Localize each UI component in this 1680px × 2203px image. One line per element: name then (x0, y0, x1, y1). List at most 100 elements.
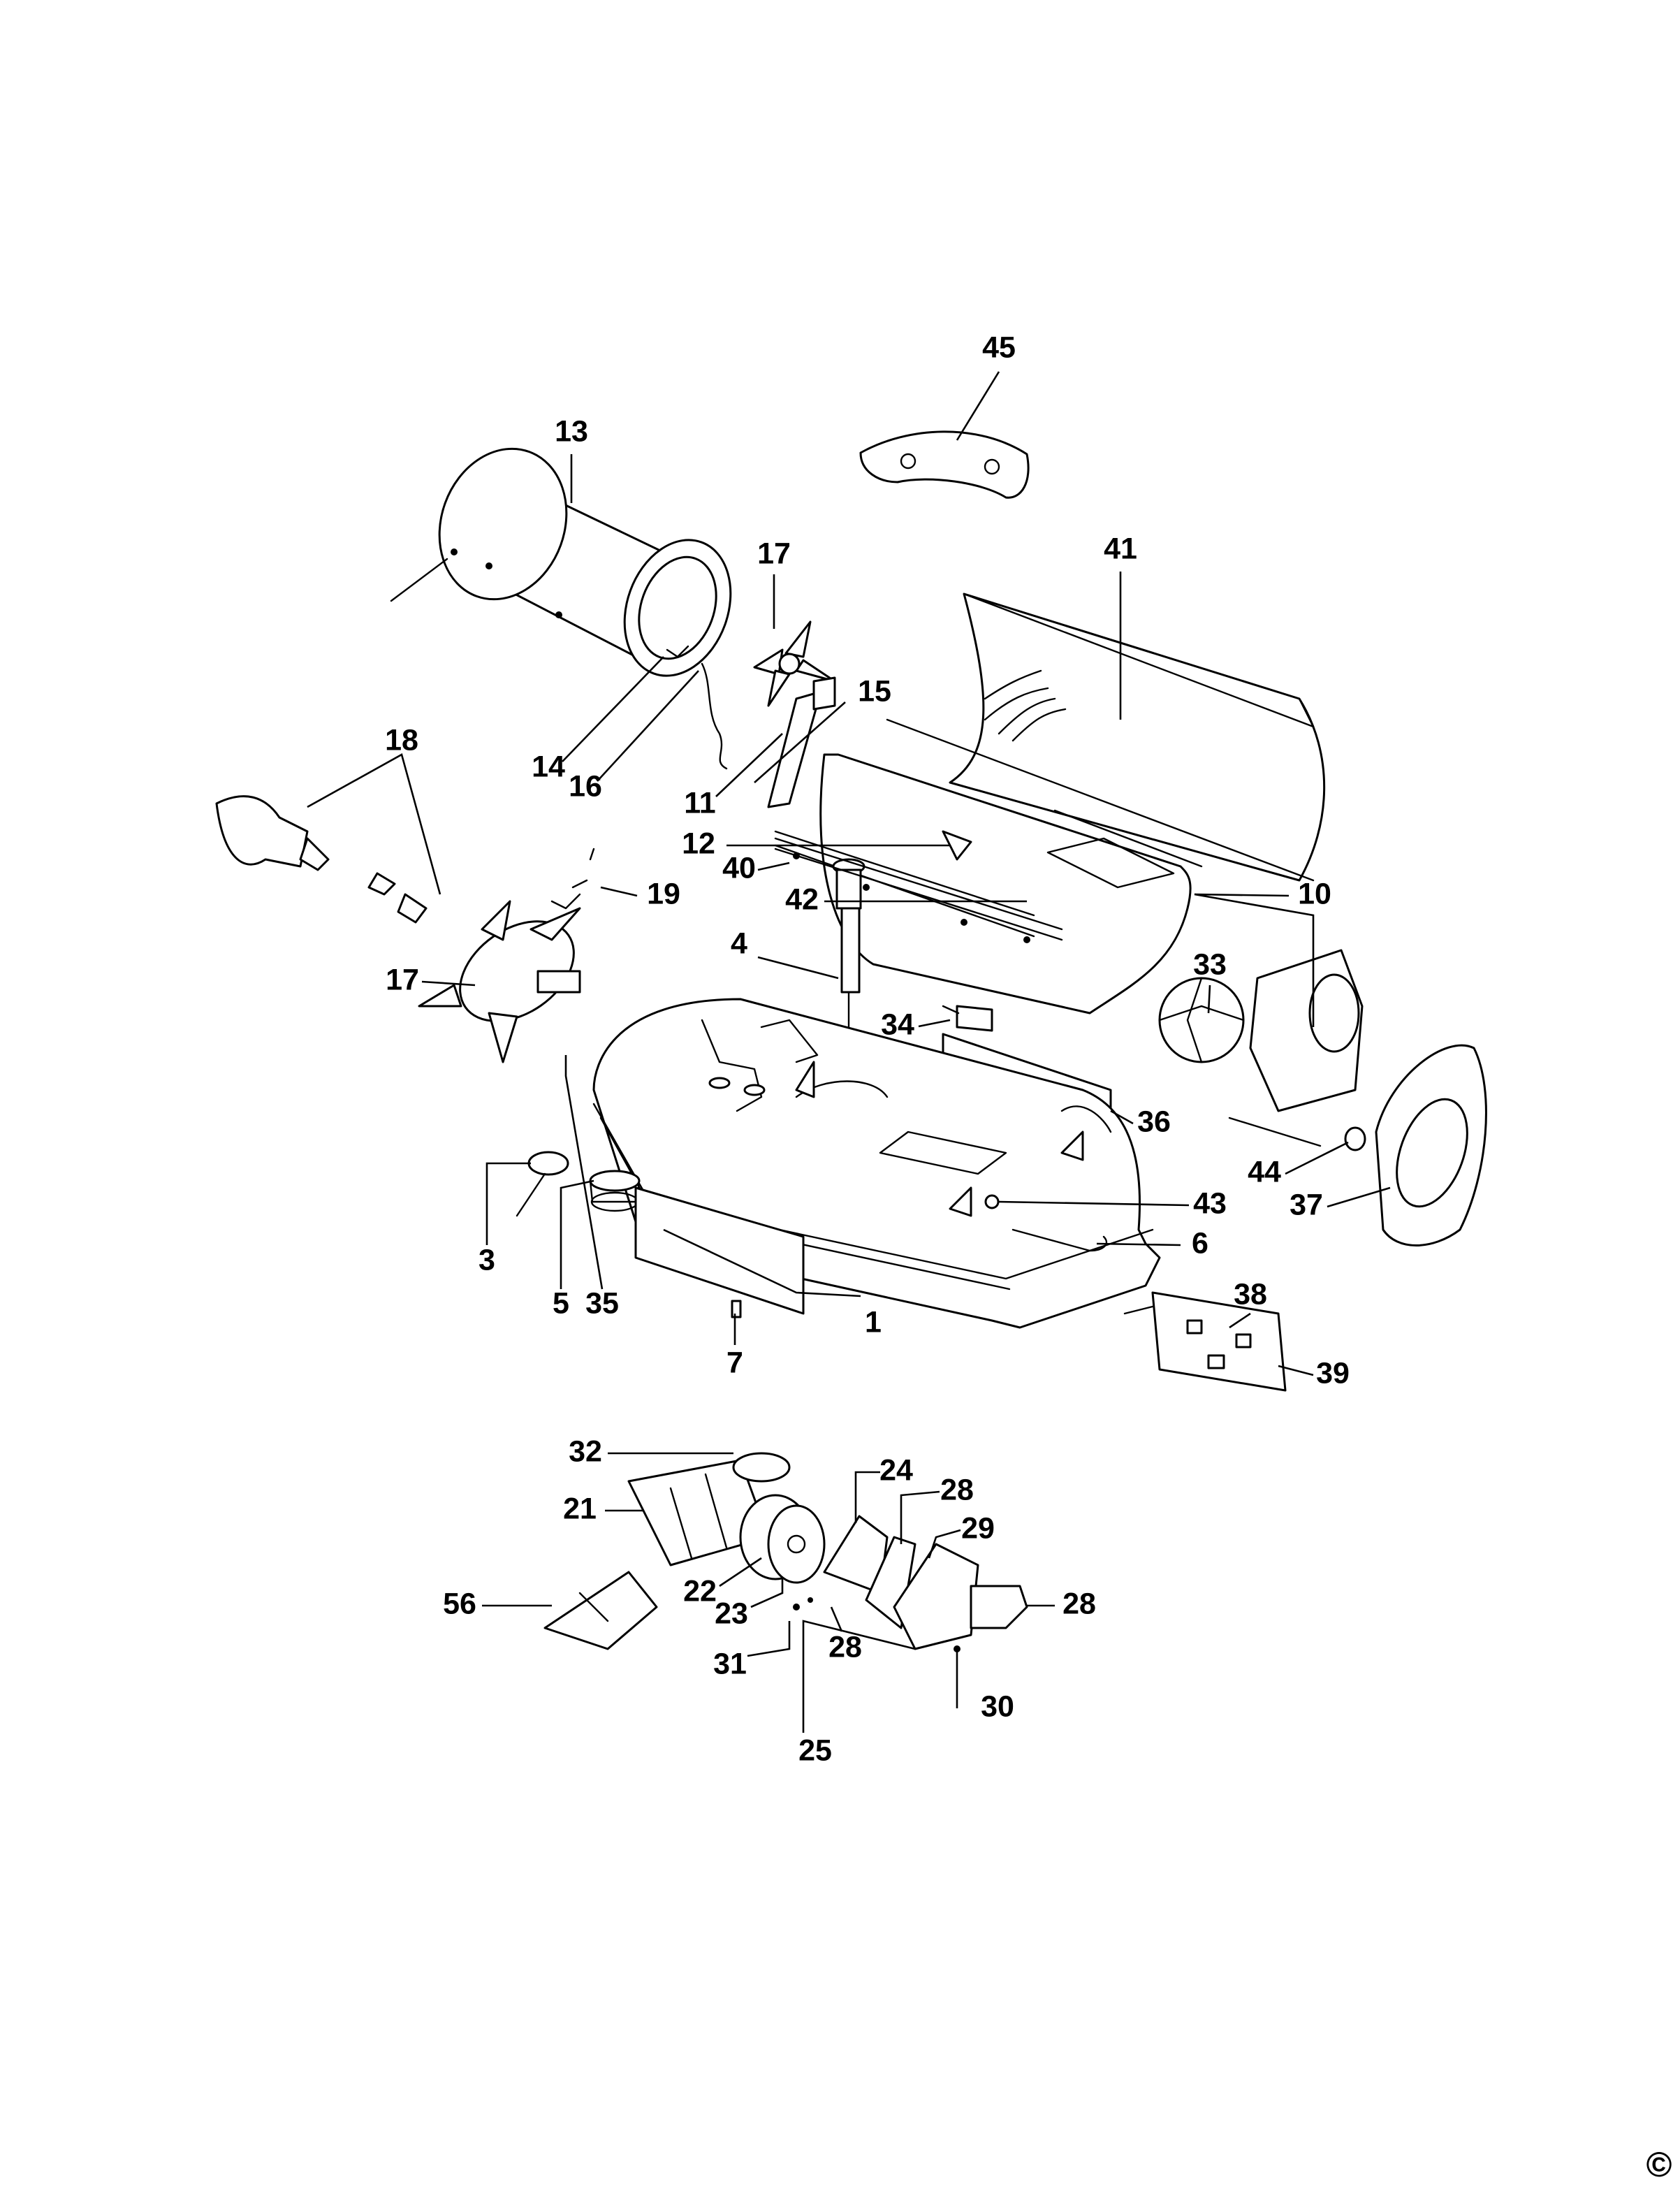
part-33-motor-fan (1158, 977, 1245, 1063)
part-label-42: 42 (785, 882, 819, 916)
part-17-fan-lower (418, 900, 581, 1063)
part-56-mount-plate (543, 1571, 658, 1650)
part-label-44: 44 (1248, 1155, 1281, 1188)
part-label-43: 43 (1193, 1186, 1227, 1220)
part-label-10: 10 (1298, 877, 1331, 910)
part-label-40: 40 (722, 851, 756, 885)
leader-line-28 (830, 1606, 843, 1632)
part-15-bracket (767, 676, 836, 808)
leader-lines (307, 371, 1391, 1733)
part-label-36: 36 (1137, 1105, 1171, 1138)
leader-line-16 (597, 670, 699, 782)
part-label-11: 11 (684, 786, 715, 820)
part-13-combustion-chamber (390, 447, 732, 677)
part-label-13: 13 (555, 414, 588, 448)
part-28-cover (970, 1585, 1028, 1629)
part-label-31: 31 (713, 1647, 747, 1680)
part-label-16: 16 (569, 769, 602, 803)
part-label-37: 37 (1290, 1188, 1323, 1221)
leader-line-11 (715, 733, 783, 797)
part-44-knob (1344, 1126, 1366, 1151)
leader-line-43 (998, 1200, 1190, 1207)
leader-line-4 (757, 956, 839, 980)
part-label-12: 12 (682, 827, 715, 860)
leader-line-23 (750, 1579, 784, 1608)
leader-line-1 (663, 1228, 861, 1297)
leader-line-40 (757, 861, 790, 871)
part-21-32-motor-housing (627, 1452, 791, 1566)
leader-line-34 (918, 1019, 951, 1028)
part-14-electrode (666, 645, 689, 658)
part-label-4: 4 (731, 926, 747, 960)
part-label-34: 34 (881, 1008, 914, 1041)
part-label-7: 7 (726, 1346, 743, 1379)
part-label-6: 6 (1192, 1226, 1208, 1260)
leader-line-35 (564, 1055, 604, 1290)
leader-line-25 (802, 1620, 916, 1733)
part-34-switch (942, 1005, 993, 1032)
part-label-23: 23 (715, 1597, 748, 1630)
part-43-grommet (984, 1194, 1000, 1209)
part-label-28: 28 (1062, 1587, 1096, 1620)
part-label-21: 21 (563, 1492, 597, 1525)
part-label-19: 19 (647, 877, 680, 910)
part-label-30: 30 (981, 1689, 1014, 1723)
part-16-wire (701, 662, 728, 770)
part-label-28: 28 (828, 1630, 862, 1664)
leader-line-17 (421, 980, 476, 987)
part-31-pin (793, 1604, 800, 1611)
part-19-clamp (550, 848, 595, 910)
leader-line-5 (560, 1179, 594, 1289)
leader-line-37 (1327, 1186, 1391, 1208)
leader-line-33 (1207, 984, 1211, 1014)
part-45-handle (859, 430, 1030, 499)
motor-assembly (1228, 949, 1364, 1147)
part-1-fuel-tank (592, 998, 1161, 1329)
part-22-23-gear-plate (739, 1494, 826, 1584)
part-7-connector (731, 1300, 742, 1318)
leader-line-38 (1229, 1312, 1251, 1329)
part-18-nozzle (215, 795, 428, 924)
leader-line-39 (1278, 1365, 1314, 1376)
part-6-hose (1011, 1228, 1108, 1252)
part-label-14: 14 (532, 750, 565, 783)
part-17-fan-upper (753, 620, 836, 707)
part-24-plate (823, 1515, 889, 1594)
part-label-39: 39 (1316, 1356, 1350, 1390)
part-label-1: 1 (865, 1305, 882, 1339)
part-label-24: 24 (879, 1453, 913, 1487)
part-label-5: 5 (553, 1286, 569, 1320)
part-label-15: 15 (858, 674, 891, 708)
leader-line-19 (600, 886, 638, 897)
leader-line-18 (307, 753, 441, 895)
part-12-42-rail (774, 830, 1063, 943)
part-label-3: 3 (479, 1243, 495, 1277)
part-label-38: 38 (1234, 1277, 1267, 1311)
leader-line-3 (485, 1162, 531, 1245)
part-37-rear-guard (1375, 1044, 1487, 1246)
part-label-33: 33 (1193, 947, 1227, 981)
leader-line-28 (900, 1490, 940, 1544)
part-label-18: 18 (385, 723, 418, 757)
leader-line-29 (928, 1529, 961, 1559)
leader-line-24 (854, 1471, 880, 1523)
leader-line-36 (1110, 1110, 1134, 1125)
leader-line-14 (562, 656, 664, 762)
part-10-lower-shell (774, 753, 1203, 1015)
leader-line-10 (1194, 893, 1315, 1027)
part-label-41: 41 (1104, 532, 1137, 565)
leader-line-15 (754, 701, 846, 783)
part-label-22: 22 (683, 1574, 717, 1608)
part-label-28: 28 (940, 1473, 974, 1506)
part-label-29: 29 (961, 1511, 995, 1545)
part-label-45: 45 (982, 330, 1016, 364)
part-25-spring (808, 1597, 813, 1603)
part-label-25: 25 (798, 1733, 832, 1767)
part-35-side-panel (634, 1186, 805, 1315)
part-41-outer-shell (886, 592, 1326, 882)
leader-line-6 (1096, 1242, 1181, 1246)
part-label-32: 32 (569, 1434, 602, 1468)
